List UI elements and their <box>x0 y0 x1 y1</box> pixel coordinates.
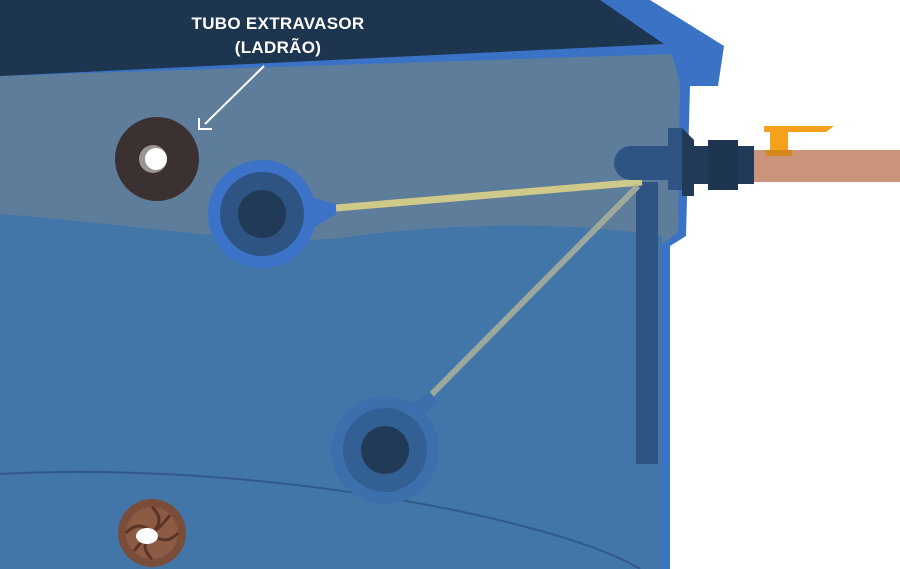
callout-line-1: TUBO EXTRAVASOR <box>191 14 365 33</box>
inlet-valve-icon <box>614 128 754 196</box>
drain-icon <box>118 499 186 567</box>
overflow-pipe-label: TUBO EXTRAVASOR (LADRÃO) <box>178 12 378 60</box>
callout-pointer <box>198 65 265 130</box>
float-valve-lower-icon <box>331 392 439 504</box>
callout-line-2: (LADRÃO) <box>234 38 322 57</box>
float-arm-lower <box>425 183 641 401</box>
float-valve-icon <box>208 160 336 268</box>
overflow-pipe-icon <box>115 117 199 201</box>
tank-lid <box>0 0 664 76</box>
valve-handle-icon <box>764 126 834 156</box>
water-body <box>0 214 662 569</box>
inlet-vertical-pipe <box>636 182 658 464</box>
float-arm-upper <box>335 178 643 212</box>
